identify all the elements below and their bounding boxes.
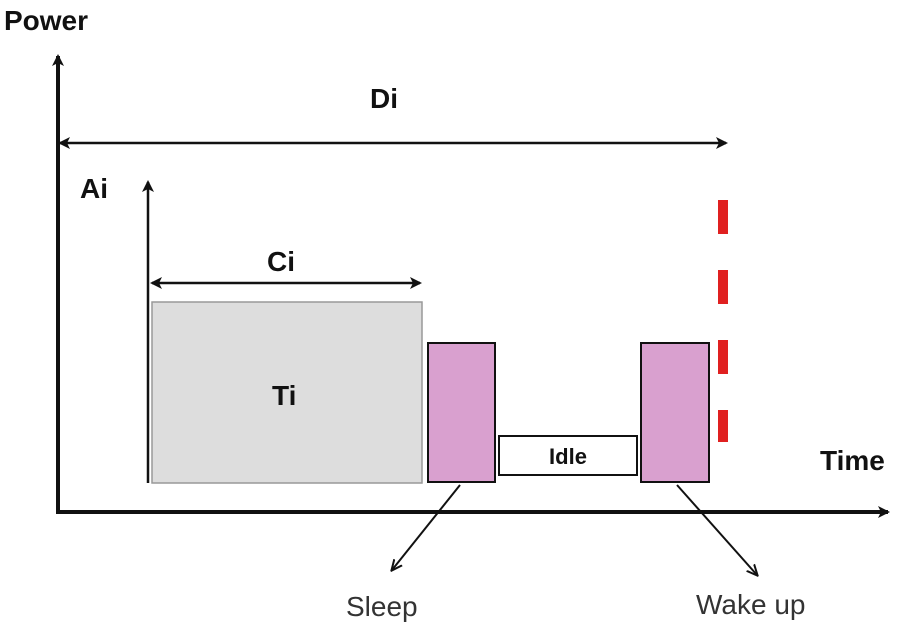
idle-label: Idle [549,444,587,469]
idle-block [498,435,638,476]
wake-up-transition-block [640,342,710,483]
sleep-label: Sleep [346,591,418,622]
sleep-transition-block [427,342,496,483]
di-label: Di [370,83,398,114]
ti-label: Ti [272,380,296,411]
ci-label: Ci [267,246,295,277]
power-axis-label: Power [4,5,88,36]
sleep-callout-arrow [392,484,461,570]
wake-up-label: Wake up [696,589,805,620]
time-axis-label: Time [820,445,885,476]
wake-up-callout-arrow [676,484,757,575]
task-block [151,301,423,484]
ai-label: Ai [80,173,108,204]
